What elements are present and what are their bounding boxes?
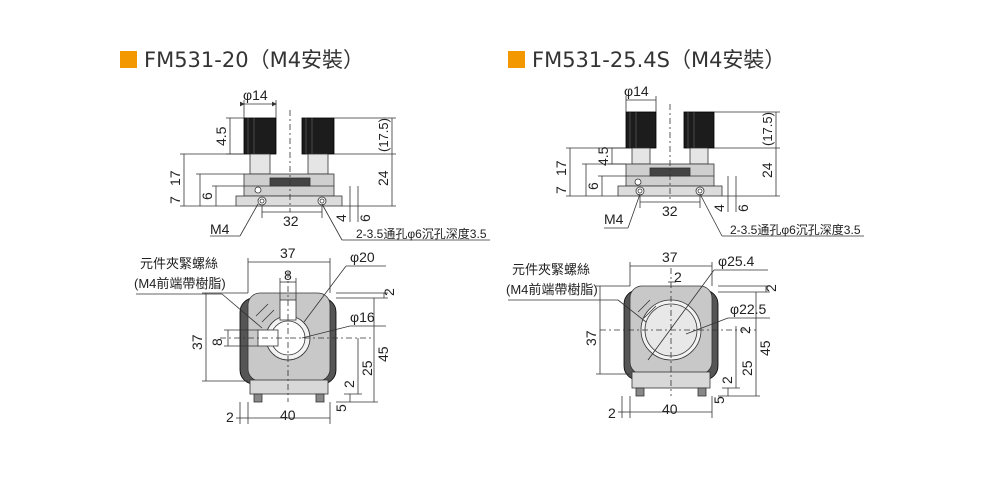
dim-phi20: φ20: [350, 249, 375, 265]
drawing-fm531-20: φ14 4.5 (17.5) 17 7 6 24 32 4 6 M4 2-3.5…: [134, 87, 490, 425]
orange-square-icon: [508, 50, 525, 68]
dim-2-right: 2: [763, 284, 779, 292]
dim-2-mid: 2: [341, 380, 357, 388]
dim-45: 45: [757, 340, 773, 356]
panel-title: FM531-25.4S（M4安裝）: [508, 44, 785, 74]
dim-7: 7: [553, 186, 569, 194]
dim-2-right: 2: [381, 288, 397, 296]
title-text: FM531-25.4S（M4安裝）: [532, 48, 786, 72]
dim-8-top: 8: [284, 267, 292, 283]
dim-5: 5: [333, 404, 349, 412]
dim-24: 24: [759, 162, 775, 178]
dim-2-inner: 2: [737, 326, 753, 334]
dim-17: 17: [167, 170, 183, 186]
panel-title: FM531-20（M4安裝）: [120, 44, 364, 74]
dim-4-5: 4.5: [213, 126, 229, 146]
screw-label-line2: (M4前端帶樹脂): [506, 282, 598, 297]
dim-25: 25: [739, 360, 755, 376]
dim-17-5: (17.5): [376, 118, 391, 152]
dim-40: 40: [280, 407, 296, 423]
drawing-fm531-25-4s: φ14 4.5 (17.5) 17 7 6 24 32 4 6 M4 2-3.5…: [506, 83, 864, 421]
dim-4: 4: [711, 204, 727, 212]
dim-32: 32: [283, 213, 299, 229]
dim-25: 25: [359, 360, 375, 376]
dim-4-5: 4.5: [595, 146, 611, 166]
orange-square-icon: [120, 50, 137, 68]
dim-phi14: φ14: [624, 83, 649, 99]
label-m4: M4: [210, 221, 230, 237]
dim-37-top: 37: [662, 249, 678, 265]
dim-phi14: φ14: [243, 87, 268, 103]
dim-phi16: φ16: [350, 309, 375, 325]
screw-label-line1: 元件夾緊螺絲: [140, 256, 218, 271]
dim-2-mid: 2: [719, 376, 735, 384]
dim-phi22-5: φ22.5: [730, 301, 767, 317]
panel-fm531-20: FM531-20（M4安裝）: [120, 44, 490, 425]
dim-37-left: 37: [189, 334, 205, 350]
dim-6: 6: [199, 192, 215, 200]
label-m4: M4: [604, 211, 624, 227]
dim-2-bottom: 2: [608, 405, 616, 421]
panel-fm531-25-4s: FM531-25.4S（M4安裝）: [500, 0, 1000, 479]
dim-5: 5: [711, 396, 727, 404]
dim-17: 17: [553, 160, 569, 176]
hole-note: 2-3.5通孔φ6沉孔深度3.5: [356, 226, 487, 241]
dim-4: 4: [333, 214, 349, 222]
dim-24: 24: [375, 170, 391, 186]
side-base: [235, 195, 343, 207]
knob-right: [683, 111, 715, 149]
dim-6b: 6: [735, 204, 751, 212]
dim-37-left: 37: [583, 330, 599, 346]
dim-17-5: (17.5): [760, 112, 775, 146]
dim-phi25-4: φ25.4: [718, 253, 755, 269]
dim-2-top: 2: [674, 269, 682, 285]
dim-8-left: 8: [209, 338, 225, 346]
dim-6b: 6: [357, 214, 373, 222]
dim-6: 6: [585, 182, 601, 190]
screw-label-line2: (M4前端帶樹脂): [134, 276, 226, 291]
knob-right: [301, 117, 335, 155]
dim-37-top: 37: [280, 245, 296, 261]
title-text: FM531-20（M4安裝）: [144, 48, 365, 72]
dim-7: 7: [167, 196, 183, 204]
knob-left: [243, 117, 277, 155]
dim-45: 45: [375, 346, 391, 362]
dim-32: 32: [662, 203, 678, 219]
screw-label-line1: 元件夾緊螺絲: [512, 262, 590, 277]
dim-40: 40: [662, 401, 678, 417]
hole-note: 2-3.5通孔φ6沉孔深度3.5: [730, 222, 861, 237]
knob-left: [625, 111, 657, 149]
dim-2-bottom: 2: [226, 409, 234, 425]
